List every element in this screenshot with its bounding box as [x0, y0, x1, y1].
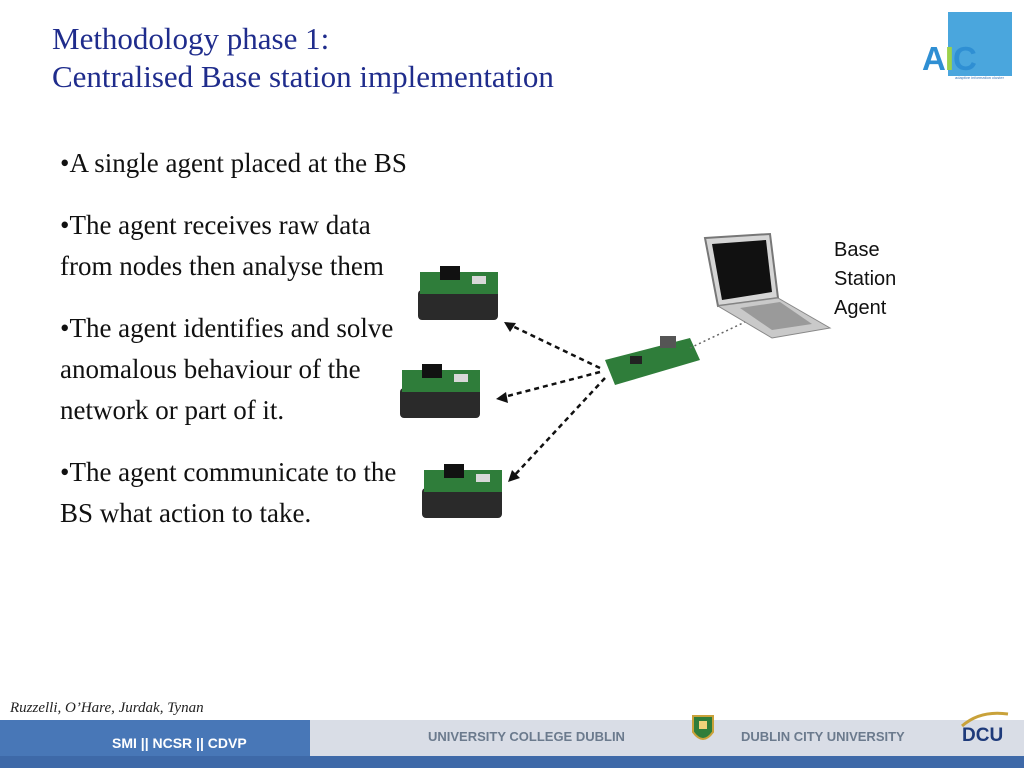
aic-logo-c: C — [953, 40, 977, 77]
base-station-board-icon — [605, 336, 700, 385]
base-station-agent-label: Base Station Agent — [834, 236, 896, 323]
dcu-full-label: DUBLIN CITY UNIVERSITY — [741, 729, 905, 744]
aic-logo-i: I — [944, 40, 954, 77]
link-to-laptop — [689, 321, 746, 349]
bullet-item: •The agent identifies and solve anomalou… — [60, 313, 394, 425]
bullet-list: •A single agent placed at the BS •The ag… — [60, 143, 410, 555]
label-line: Base — [834, 239, 880, 261]
bottom-stripe — [0, 756, 1024, 768]
aic-logo-background — [948, 12, 1012, 76]
aic-logo-a: A — [922, 40, 946, 77]
dcu-swoosh-icon — [961, 711, 1009, 728]
network-diagram — [400, 232, 832, 518]
slide-title-line1: Methodology phase 1: — [52, 21, 330, 56]
sensor-node-icon — [400, 364, 480, 418]
label-line: Agent — [834, 297, 887, 319]
sensor-node-icon — [418, 266, 498, 320]
arrowhead — [496, 392, 508, 403]
link-to-node — [507, 322, 601, 370]
bullet-item: •The agent receives raw data from nodes … — [60, 210, 384, 281]
dcu-logo: DCU — [962, 725, 1004, 746]
laptop-icon — [703, 232, 832, 339]
aic-logo: AIC — [922, 40, 977, 78]
label-line: Station — [834, 268, 897, 290]
slide-title-line2: Centralised Base station implementation — [52, 59, 554, 94]
link-to-node — [511, 377, 606, 479]
bullet-item: •A single agent placed at the BS — [60, 148, 407, 178]
ucd-label: UNIVERSITY COLLEGE DUBLIN — [428, 729, 625, 744]
ucd-crest-icon — [692, 715, 714, 740]
slide-title: Methodology phase 1: Centralised Base st… — [52, 20, 554, 96]
aic-logo-subtitle: adaptive information cluster — [955, 75, 1004, 80]
author-credit: Ruzzelli, O’Hare, Jurdak, Tynan — [10, 700, 204, 716]
arrowhead — [508, 470, 520, 482]
footer-groups-label: SMI || NCSR || CDVP — [112, 735, 247, 751]
sensor-node-icon — [422, 464, 502, 518]
bullet-item: •The agent communicate to the BS what ac… — [60, 457, 397, 528]
arrowhead — [504, 322, 516, 332]
link-to-node — [499, 370, 601, 400]
